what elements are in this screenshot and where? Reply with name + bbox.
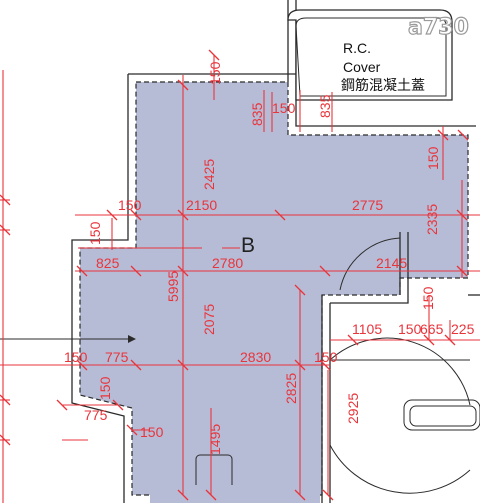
rc-cover-line1: R.C.: [343, 40, 371, 56]
dim-2775: 2775: [352, 197, 383, 213]
dim-150-right: 150: [425, 146, 441, 170]
dim-5995: 5995: [165, 271, 181, 302]
dim-775-a: 775: [105, 349, 129, 365]
dim-2335: 2335: [424, 204, 440, 235]
dim-2145: 2145: [376, 255, 407, 271]
door-swing-right: [339, 237, 401, 295]
dim-150-g: 150: [314, 349, 338, 365]
dim-150-c: 150: [118, 197, 142, 213]
dim-665: 665: [420, 321, 444, 337]
dimension-ticks: [0, 49, 469, 501]
dim-150-e: 150: [398, 321, 422, 337]
watermark-logo: a730: [408, 15, 469, 40]
rc-cover-line3: 鋼筋混凝土蓋: [341, 77, 425, 93]
room-label: B: [241, 234, 255, 257]
dim-2925: 2925: [345, 393, 361, 424]
dim-225: 225: [451, 321, 475, 337]
dim-2150: 2150: [186, 197, 217, 213]
dim-775-b: 775: [84, 407, 108, 423]
rc-cover-inner: [295, 17, 447, 97]
entry-arrow: [0, 335, 136, 343]
dim-835-a: 835: [249, 102, 265, 126]
dim-150-i: 150: [140, 424, 164, 440]
dim-150-left: 150: [87, 221, 103, 245]
dim-1495: 1495: [207, 424, 223, 455]
rc-cover-box: [287, 9, 453, 101]
dimension-lines: [0, 55, 480, 503]
dim-2780: 2780: [212, 255, 243, 271]
room-b-floor: [80, 82, 468, 495]
dim-2825: 2825: [283, 373, 299, 404]
dim-2425: 2425: [201, 159, 217, 190]
dim-150-b: 150: [272, 100, 296, 116]
dim-150-top: 150: [207, 61, 223, 85]
rc-cover-line2: Cover: [343, 59, 381, 75]
fixtures: [150, 399, 480, 503]
dim-150-d: 150: [420, 286, 436, 310]
dim-150-f: 150: [64, 349, 88, 365]
dim-2075: 2075: [201, 304, 217, 335]
dim-825: 825: [96, 255, 120, 271]
door-swing-lower: [329, 337, 471, 494]
dim-1105: 1105: [352, 321, 382, 337]
dim-835-b: 835: [317, 94, 333, 118]
dim-2830: 2830: [240, 349, 271, 365]
dim-150-h: 150: [97, 376, 113, 400]
